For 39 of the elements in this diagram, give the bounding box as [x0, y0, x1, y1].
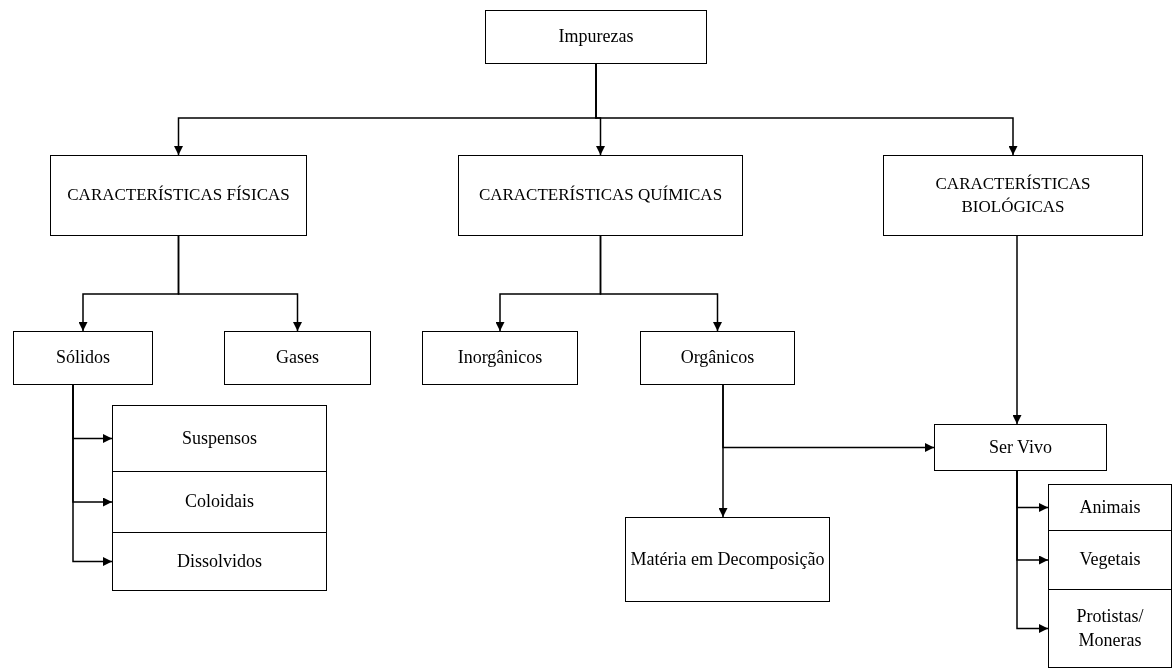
process-box [485, 10, 707, 64]
process-box [112, 532, 327, 591]
process-box [1048, 530, 1172, 590]
node-label: Impurezas [558, 25, 634, 49]
node-label: Protistas/ Moneras [1075, 605, 1145, 652]
node-label: Matéria em Decomposição [630, 547, 825, 571]
arrow [1012, 235, 1022, 425]
process-box [1048, 484, 1172, 531]
process-box [1048, 589, 1172, 668]
node-label: CARACTERÍSTICAS QUÍMICAS [478, 184, 723, 207]
arrow [718, 384, 728, 518]
process-box [640, 331, 795, 385]
arrow [595, 63, 1018, 156]
process-box [625, 517, 830, 602]
node-label: Animais [1079, 495, 1141, 519]
process-box [112, 471, 327, 533]
process-box [934, 424, 1107, 471]
process-box [422, 331, 578, 385]
process-box [458, 155, 743, 236]
process-box [112, 405, 327, 472]
node-label: Ser Vivo [988, 435, 1053, 459]
arrow [72, 384, 113, 566]
node-label: Gases [276, 346, 319, 370]
arrow [177, 235, 302, 332]
arrow [599, 235, 722, 332]
process-box [50, 155, 307, 236]
node-label: Inorgânicos [457, 346, 543, 370]
arrow [1016, 470, 1049, 633]
node-label: CARACTERÍSTICAS FÍSICAS [67, 184, 290, 207]
node-label: Sólidos [56, 346, 110, 370]
node-label: Vegetais [1079, 548, 1141, 572]
process-box [13, 331, 153, 385]
node-label: Dissolvidos [177, 549, 262, 573]
process-box [883, 155, 1143, 236]
node-label: Orgânicos [680, 346, 755, 370]
process-box [224, 331, 371, 385]
node-label: CARACTERÍSTICAS BIOLÓGICAS [934, 173, 1092, 218]
node-label: Suspensos [182, 426, 257, 450]
node-label: Coloidais [185, 490, 254, 514]
